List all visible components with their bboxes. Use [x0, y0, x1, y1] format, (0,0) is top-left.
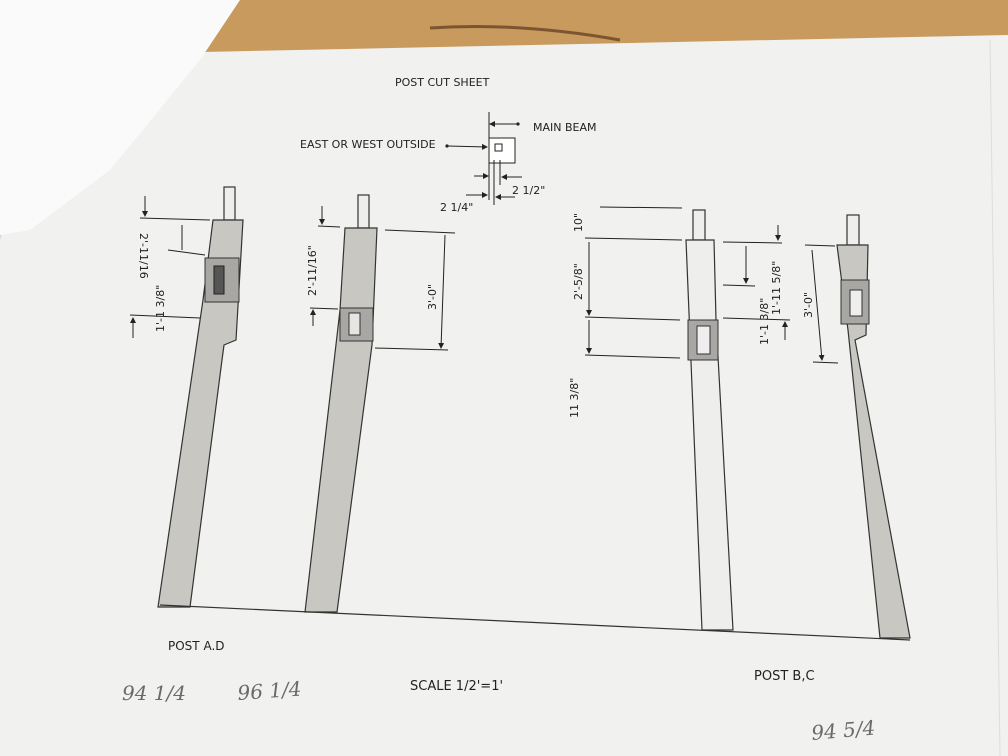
post-1-drawing	[129, 186, 244, 608]
main-beam-label: MAIN BEAM	[533, 121, 597, 134]
post-bc-label: POST B,C	[754, 669, 815, 684]
dim-2-1-4: 2 1/4"	[440, 201, 473, 214]
post4-dim-3-0: 3'-0"	[802, 292, 815, 318]
scale-label: SCALE 1/2'=1'	[410, 679, 503, 694]
post4-dim-1-1-3-8: 1'-1 3/8"	[758, 298, 771, 345]
outside-label: EAST OR WEST OUTSIDE	[300, 138, 436, 151]
folded-paper-corner	[0, 0, 240, 235]
paper-edge	[989, 39, 1001, 756]
post-ad-label: POST A.D	[168, 639, 225, 653]
post3-dim-2-5-8: 2'-5/8"	[572, 263, 585, 300]
post3-dim-11-3-8: 11 3/8"	[568, 378, 581, 418]
post2-dim-3-0: 3'-0"	[426, 284, 439, 310]
ground-line	[159, 604, 911, 641]
post2-dim-2-11-16: 2'-11/16"	[306, 245, 319, 296]
paper-sheet	[0, 35, 1008, 756]
handwritten-note-2: 96 1/4	[237, 677, 303, 705]
post4-dim-1-11-5-8: 1'-11 5/8"	[770, 261, 783, 315]
post-2-drawing	[304, 194, 456, 613]
post3-dim-10: 10"	[572, 213, 585, 232]
handwritten-note-1: 94 1/4	[122, 681, 186, 705]
sheet-title: POST CUT SHEET	[395, 76, 490, 89]
post1-dim-2-11-16: 2'-11/16	[137, 233, 150, 279]
post-4-drawing	[722, 214, 911, 639]
post1-dim-1-1-3-8: 1'-1 3/8"	[154, 285, 167, 332]
dim-2-1-2: 2 1/2"	[512, 184, 545, 197]
beam-detail	[445, 112, 522, 205]
wood-grain	[429, 25, 621, 42]
handwritten-note-3: 94 5/4	[810, 715, 876, 744]
post-3-drawing	[584, 206, 734, 631]
